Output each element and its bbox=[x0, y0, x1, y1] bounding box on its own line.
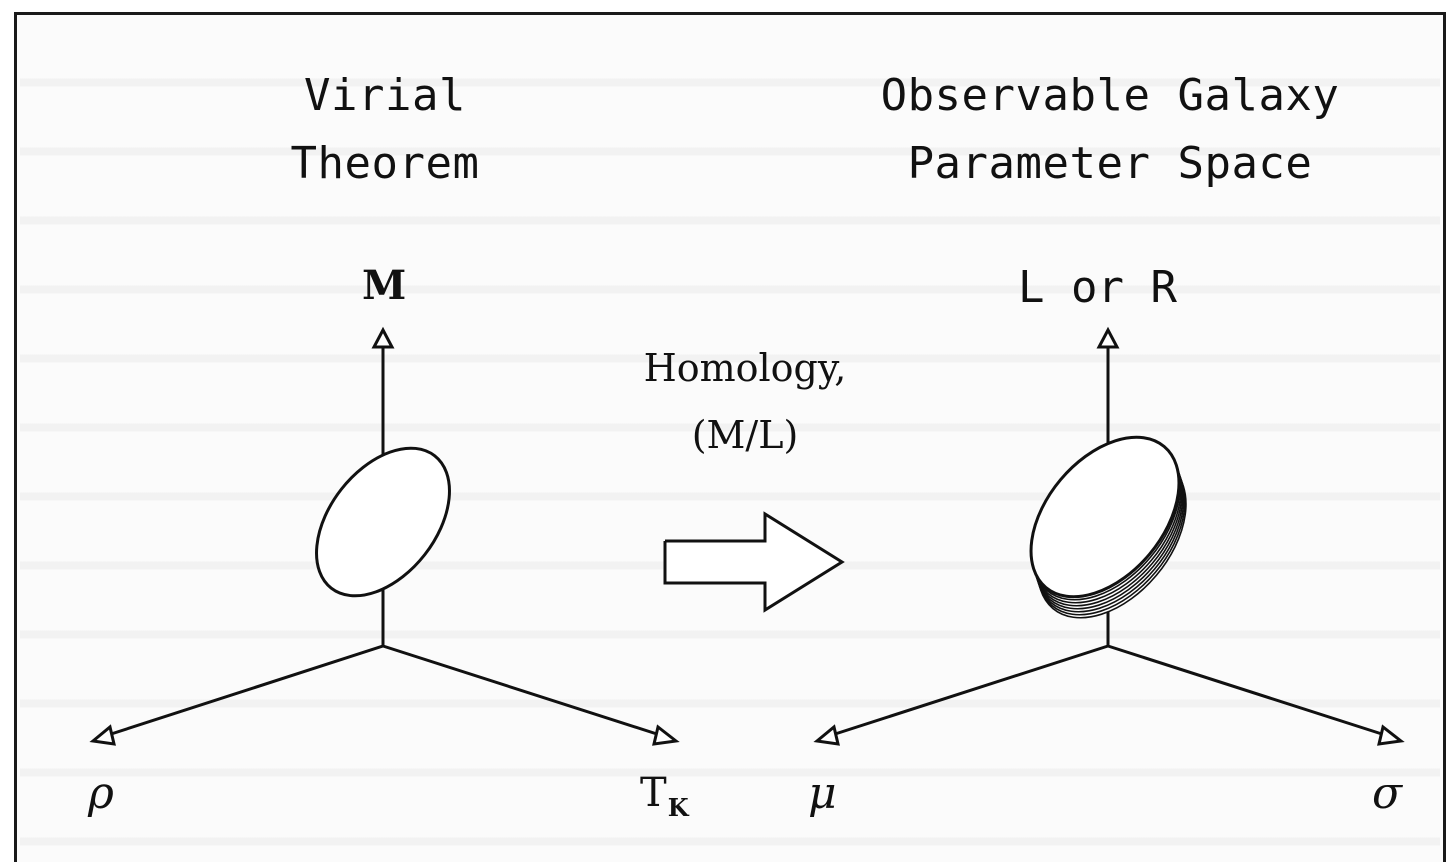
right-title-line1: Observable Galaxy bbox=[880, 70, 1340, 121]
right-panel-title: Observable Galaxy Parameter Space bbox=[805, 62, 1415, 198]
left-panel-title: Virial Theorem bbox=[175, 62, 595, 198]
right-left-arrowhead bbox=[813, 724, 840, 746]
left-title-line2: Theorem bbox=[290, 138, 480, 189]
implication-arrow bbox=[663, 511, 845, 613]
right-title-line2: Parameter Space bbox=[907, 138, 1313, 189]
left-vertical-arrowhead bbox=[371, 326, 395, 349]
right-axis-label-sigma: σ bbox=[1372, 768, 1403, 819]
right-disk-top-face bbox=[1029, 435, 1181, 599]
left-left-arrowhead bbox=[89, 724, 116, 746]
right-right-arrowhead bbox=[1377, 724, 1405, 746]
right-vertical-axis-label: L or R bbox=[1018, 262, 1177, 313]
tk-subscript: K bbox=[667, 793, 689, 822]
right-axis-label-mu: μ bbox=[808, 768, 837, 819]
left-right-arrowhead bbox=[652, 724, 680, 746]
left-diagonal-axis-left bbox=[107, 644, 384, 737]
right-diagonal-axis-right bbox=[1107, 644, 1386, 737]
mass-to-light-label: (M/L) bbox=[691, 413, 799, 457]
implication-arrow-shape bbox=[663, 511, 845, 613]
left-axis-label-tk: TK bbox=[640, 770, 689, 822]
left-vertical-axis-label: M bbox=[362, 262, 407, 309]
left-title-line1: Virial bbox=[304, 70, 466, 121]
right-thick-disk bbox=[1029, 435, 1187, 619]
left-axis-label-rho: ρ bbox=[88, 768, 114, 819]
left-ellipsoid bbox=[315, 446, 451, 598]
left-diagonal-axis-right bbox=[382, 644, 661, 737]
right-vertical-arrowhead bbox=[1096, 326, 1120, 349]
tk-main: T bbox=[640, 770, 667, 816]
figure-frame bbox=[14, 12, 1446, 862]
right-diagonal-axis-left bbox=[831, 644, 1109, 737]
homology-label: Homology, bbox=[643, 346, 847, 390]
